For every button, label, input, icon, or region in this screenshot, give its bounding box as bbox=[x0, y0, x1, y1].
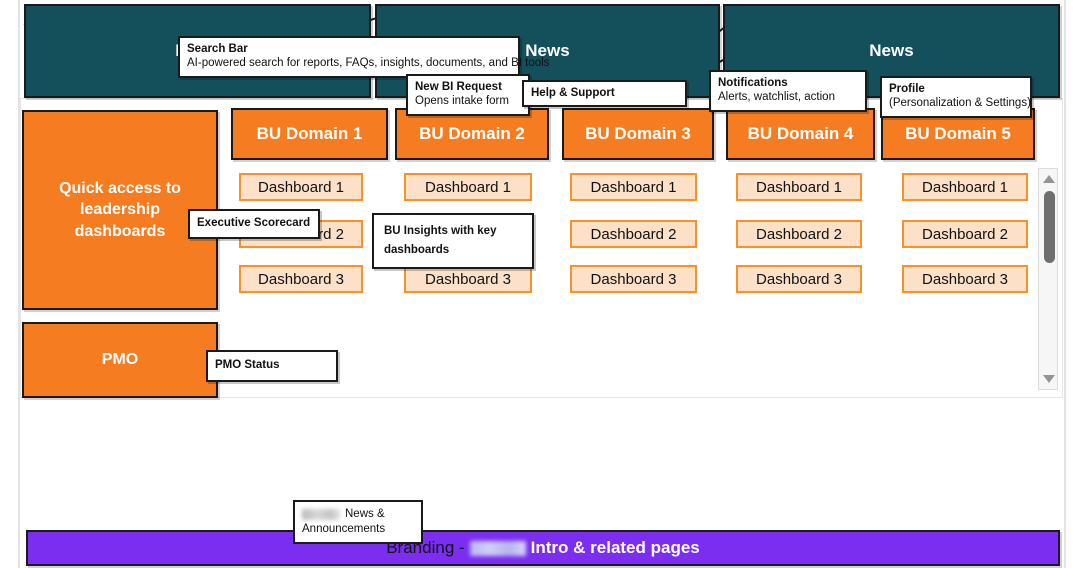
dashboard-tile-c1-3[interactable]: Dashboard 3 bbox=[239, 265, 363, 293]
pmo-tile[interactable]: PMO bbox=[22, 322, 218, 398]
callout-new-bi-request-title: New BI Request bbox=[415, 81, 502, 93]
callout-help-support: Help & Support bbox=[522, 80, 687, 108]
callout-profile-subtitle: (Personalization & Settings) bbox=[889, 97, 1031, 110]
bu-domain-header-4[interactable]: BU Domain 4 bbox=[726, 108, 875, 160]
dashboard-tile-c1-1[interactable]: Dashboard 1 bbox=[239, 173, 363, 201]
callout-news-announcements: News & Announcements bbox=[293, 500, 423, 544]
bu-domain-header-1[interactable]: BU Domain 1 bbox=[231, 108, 388, 160]
callout-news-line-2: Announcements bbox=[302, 522, 386, 535]
dashboard-tile-c2-1[interactable]: Dashboard 1 bbox=[404, 173, 532, 201]
callout-new-bi-request-subtitle: Opens intake form bbox=[415, 95, 509, 108]
dashboard-tile-c4-1[interactable]: Dashboard 1 bbox=[736, 173, 862, 201]
callout-new-bi-request: New BI Request Opens intake form bbox=[406, 74, 530, 117]
callout-help-support-title: Help & Support bbox=[531, 87, 615, 99]
bu-domain-header-3[interactable]: BU Domain 3 bbox=[562, 108, 714, 160]
callout-bu-insights-line-1: BU Insights with key bbox=[384, 225, 497, 237]
dashboard-tile-c4-3[interactable]: Dashboard 3 bbox=[736, 265, 862, 293]
dashboard-tile-c3-2[interactable]: Dashboard 2 bbox=[570, 220, 697, 248]
callout-bu-insights-line-2: dashboards bbox=[384, 244, 450, 257]
quick-access-leadership-dashboards-tile[interactable]: Quick access to leadership dashboards bbox=[22, 110, 218, 310]
dashboard-tile-c5-3[interactable]: Dashboard 3 bbox=[902, 265, 1028, 293]
callout-profile-title: Profile bbox=[889, 83, 925, 95]
callout-search-bar-title: Search Bar bbox=[187, 43, 248, 55]
callout-pmo-status-title: PMO Status bbox=[215, 359, 280, 372]
callout-search-bar: Search Bar AI-powered search for reports… bbox=[178, 36, 550, 79]
callout-notifications-title: Notifications bbox=[718, 77, 788, 89]
branding-suffix-label: Intro & related pages bbox=[530, 538, 700, 557]
scroll-up-arrow-icon[interactable] bbox=[1042, 173, 1056, 185]
callout-news-line-1: News & bbox=[345, 508, 385, 520]
dashboard-tile-c3-1[interactable]: Dashboard 1 bbox=[570, 173, 697, 201]
scroll-down-arrow-icon[interactable] bbox=[1042, 373, 1056, 385]
dashboard-tile-c2-3[interactable]: Dashboard 3 bbox=[404, 265, 532, 293]
page-frame-right-edge bbox=[1064, 0, 1066, 568]
dashboard-tile-c4-2[interactable]: Dashboard 2 bbox=[736, 220, 862, 248]
dashboard-grid-scrollbar[interactable] bbox=[1038, 168, 1058, 390]
redacted-org-name bbox=[302, 508, 340, 520]
dashboard-tile-c5-2[interactable]: Dashboard 2 bbox=[902, 220, 1028, 248]
redacted-brand-name bbox=[469, 540, 526, 556]
dashboard-tile-c5-1[interactable]: Dashboard 1 bbox=[902, 173, 1028, 201]
callout-profile: Profile (Personalization & Settings) bbox=[880, 76, 1032, 119]
callout-executive-scorecard-title: Executive Scorecard bbox=[197, 217, 311, 230]
scrollbar-thumb[interactable] bbox=[1044, 191, 1055, 263]
branding-bar[interactable]: Branding - Intro & related pages bbox=[26, 530, 1060, 566]
bu-domain-header-2[interactable]: BU Domain 2 bbox=[395, 108, 549, 160]
callout-notifications-subtitle: Alerts, watchlist, action bbox=[718, 91, 835, 104]
callout-notifications: Notifications Alerts, watchlist, action bbox=[709, 70, 867, 113]
callout-bu-insights: BU Insights with key dashboards bbox=[372, 213, 534, 269]
callout-executive-scorecard: Executive Scorecard bbox=[188, 209, 320, 239]
callout-pmo-status: PMO Status bbox=[206, 350, 338, 382]
dashboard-tile-c3-3[interactable]: Dashboard 3 bbox=[570, 265, 697, 293]
news-section bbox=[20, 410, 1063, 512]
page-frame-left-edge bbox=[18, 0, 20, 568]
callout-search-bar-subtitle: AI-powered search for reports, FAQs, ins… bbox=[187, 57, 550, 70]
